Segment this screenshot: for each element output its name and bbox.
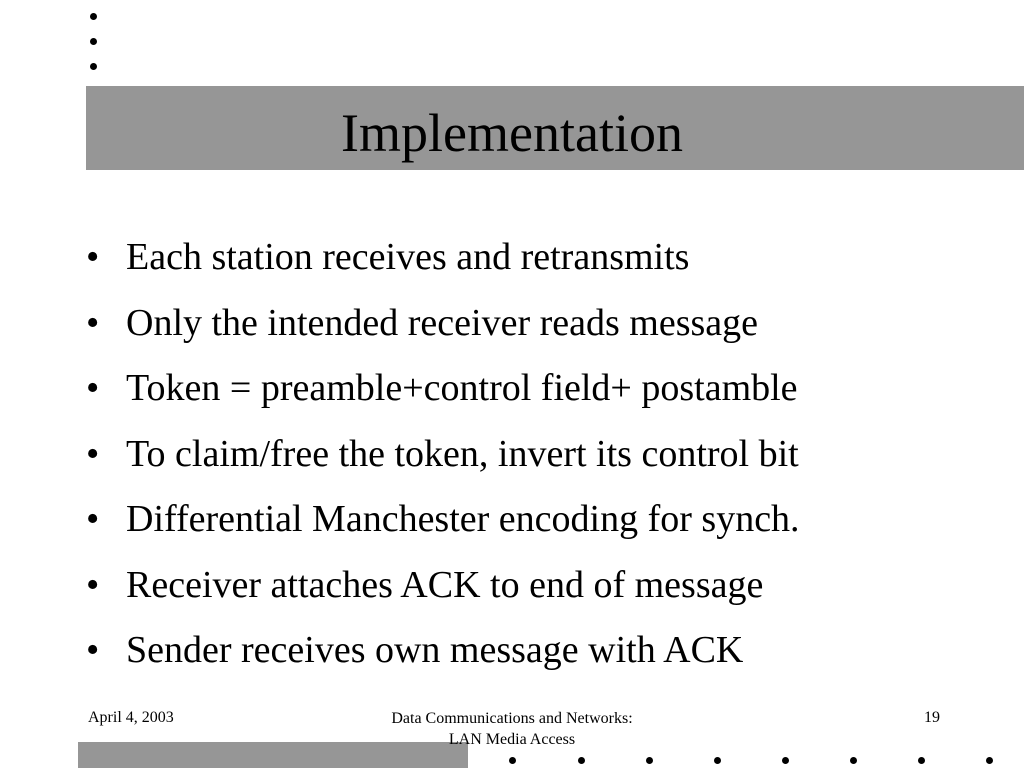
decorative-dot xyxy=(918,757,925,764)
bullet-item: • Token = preamble+control field+ postam… xyxy=(86,364,800,430)
decorative-dot xyxy=(714,757,721,764)
footer-course-title: Data Communications and Networks: LAN Me… xyxy=(340,708,684,750)
bullet-icon: • xyxy=(86,629,100,671)
slide-title: Implementation xyxy=(341,103,683,163)
decorative-dot xyxy=(646,757,653,764)
bullet-text: To claim/free the token, invert its cont… xyxy=(126,432,799,475)
decorative-dot xyxy=(782,757,789,764)
bullet-text: Token = preamble+control field+ postambl… xyxy=(126,367,798,409)
bullet-item: • Receiver attaches ACK to end of messag… xyxy=(86,561,800,627)
footer-date: April 4, 2003 xyxy=(88,709,174,726)
bullet-list: • Each station receives and retransmits … xyxy=(86,233,800,692)
decorative-dot xyxy=(90,38,97,45)
bullet-text: Each station receives and retransmits xyxy=(126,236,690,278)
bullet-icon: • xyxy=(86,301,100,344)
bullet-item: • Differential Manchester encoding for s… xyxy=(86,495,800,561)
decorative-dot xyxy=(509,757,516,764)
title-bar xyxy=(86,86,1024,170)
bullet-icon: • xyxy=(86,236,100,278)
bullet-text: Receiver attaches ACK to end of message xyxy=(126,563,764,606)
bullet-item: • To claim/free the token, invert its co… xyxy=(86,430,800,496)
bullet-text: Only the intended receiver reads message xyxy=(126,301,759,344)
bullet-item: • Only the intended receiver reads messa… xyxy=(86,299,800,365)
bullet-icon: • xyxy=(86,432,100,475)
bullet-icon: • xyxy=(86,367,100,409)
bullet-text: Sender receives own message with ACK xyxy=(126,629,744,671)
decorative-dot xyxy=(850,757,857,764)
decorative-dot xyxy=(90,13,97,20)
bullet-icon: • xyxy=(86,498,100,540)
decorative-dot xyxy=(578,757,585,764)
decorative-dot xyxy=(986,757,993,764)
bullet-item: • Sender receives own message with ACK xyxy=(86,626,800,692)
footer-course-line1: Data Communications and Networks: xyxy=(391,710,633,727)
footer-bar xyxy=(78,742,468,768)
bullet-item: • Each station receives and retransmits xyxy=(86,233,800,299)
page-number: 19 xyxy=(924,709,940,726)
decorative-dot xyxy=(90,63,97,70)
bullet-text: Differential Manchester encoding for syn… xyxy=(126,498,800,540)
footer-course-line2: LAN Media Access xyxy=(448,731,576,748)
bullet-icon: • xyxy=(86,563,100,606)
